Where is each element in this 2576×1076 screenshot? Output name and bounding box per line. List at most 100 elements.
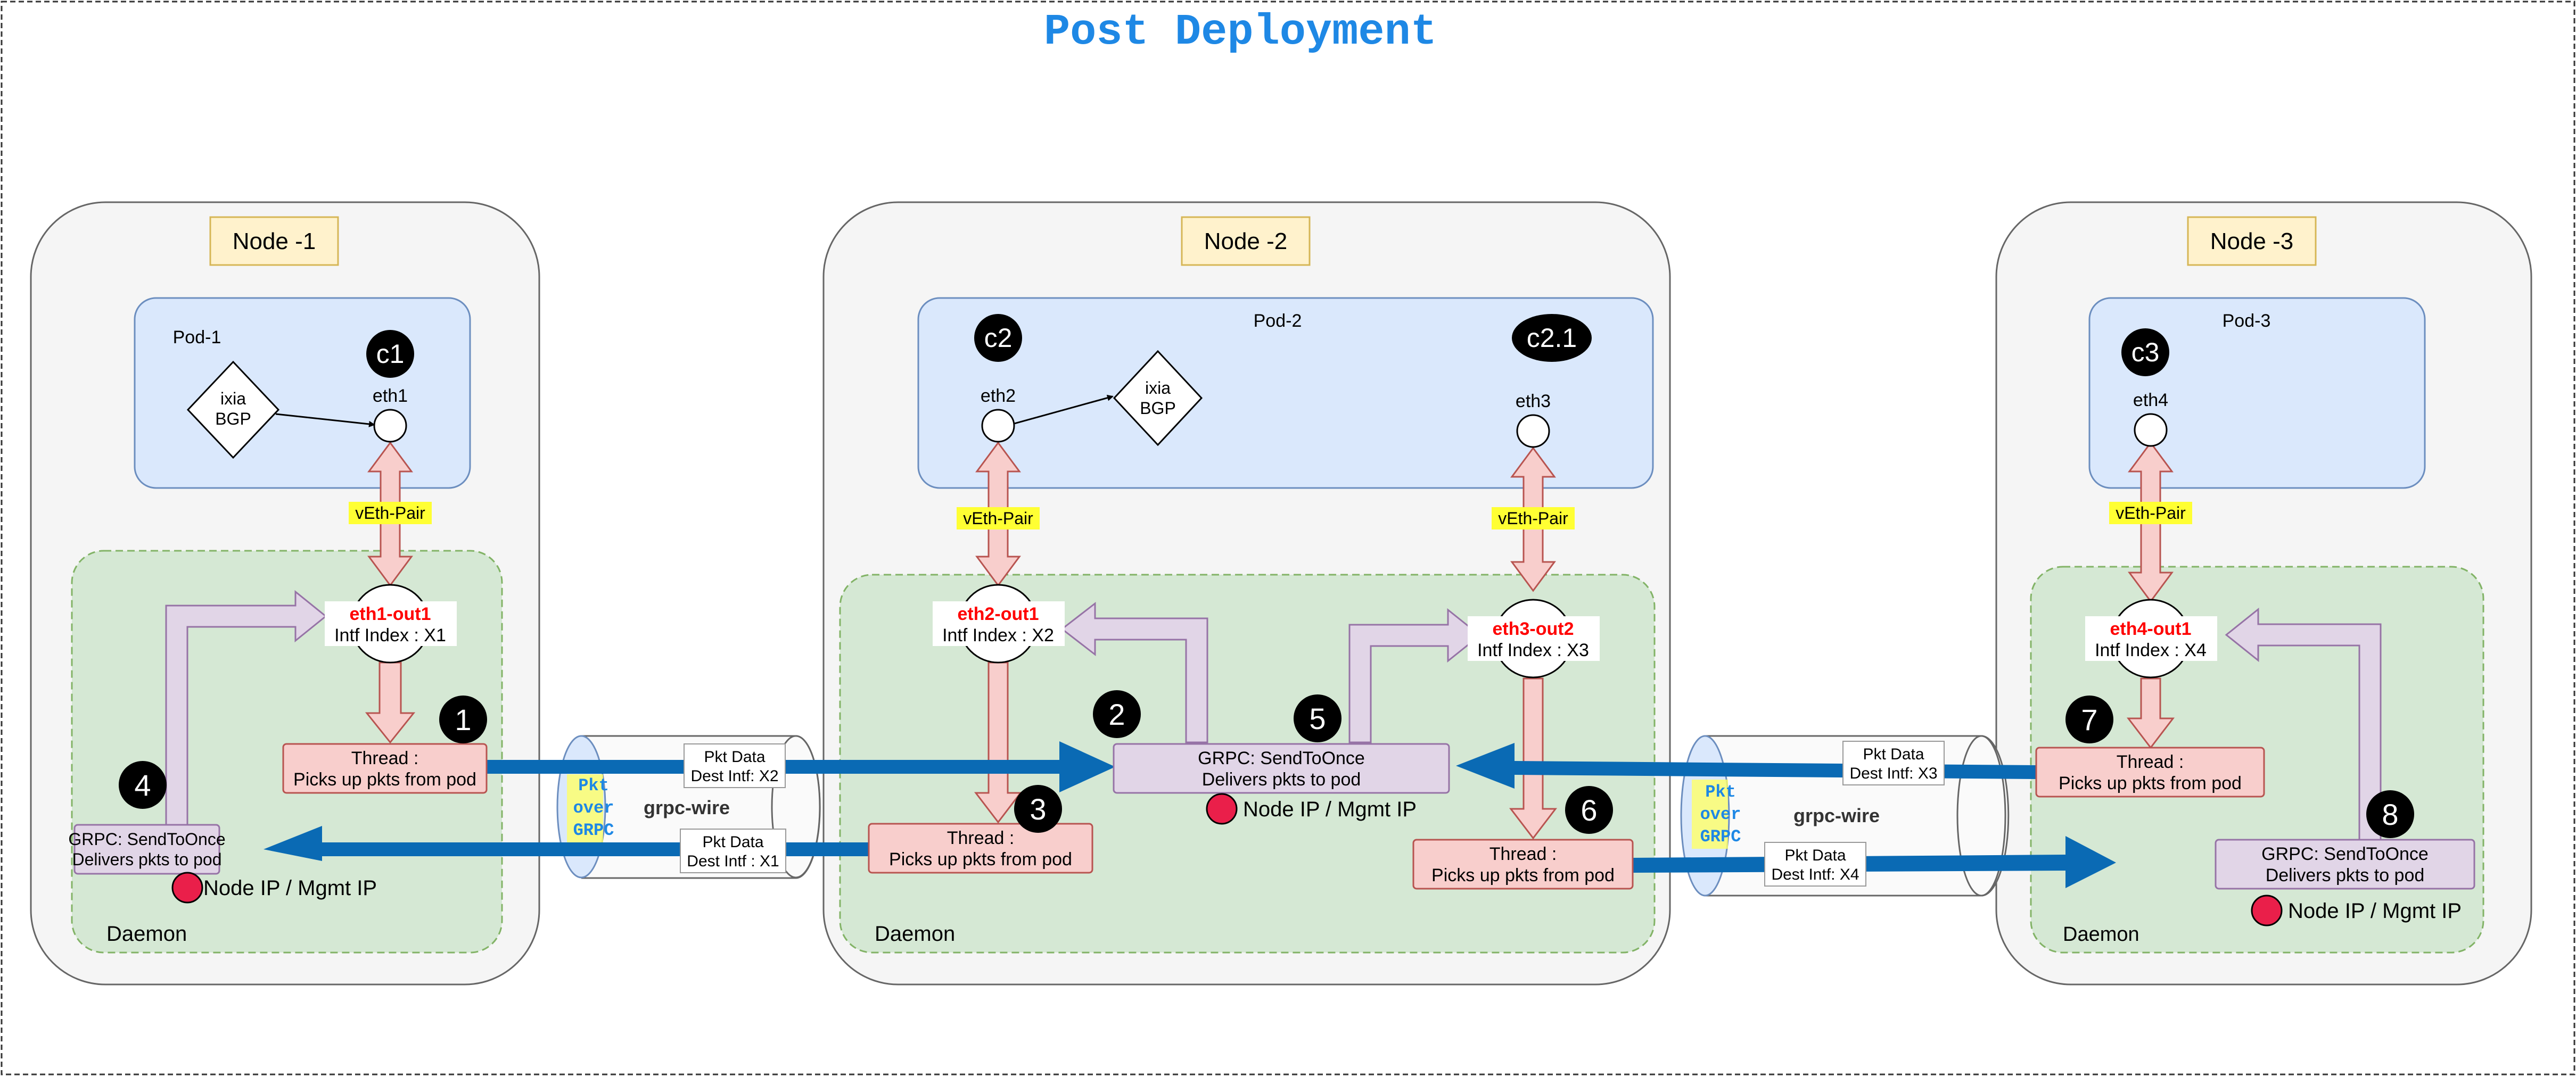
node3-grpc-to-iface-arrow [2225, 607, 2382, 841]
node3-mgmt-label: Node IP / Mgmt IP [2288, 899, 2462, 923]
daemon-3-label: Daemon [2063, 923, 2139, 946]
eth2-port [981, 409, 1015, 443]
container-c1-badge [366, 330, 414, 378]
node2-thread-title: Thread : [947, 828, 1015, 848]
eth2-out1-name: eth2-out1 [958, 604, 1039, 624]
node2-grpc-to-iface-arrow [1060, 601, 1208, 743]
node1-thread-box [282, 743, 488, 794]
step-4-label: 4 [134, 768, 151, 802]
node1-mgmt-label: Node IP / Mgmt IP [203, 876, 377, 900]
eth1-out1-name: eth1-out1 [350, 604, 431, 624]
node1-grpc-box [73, 824, 220, 875]
node2-thread-desc: Picks up pkts from pod [889, 849, 1072, 870]
eth4-label: eth4 [2133, 390, 2168, 410]
node3-thread-desc: Picks up pkts from pod [2059, 773, 2242, 793]
node-2-label: Node -2 [1204, 228, 1288, 254]
pkt-label-x2-line1: Pkt Data [704, 748, 765, 766]
node2-thread2-box [1412, 839, 1634, 890]
node2-thread2-title: Thread : [1489, 844, 1557, 864]
pkt-label-x4-line2: Dest Intf: X4 [1771, 866, 1859, 883]
eth2-label: eth2 [981, 386, 1016, 406]
node1-thread-title: Thread : [351, 748, 419, 768]
pkt-over-grpc-1-line1: Pkt [578, 776, 609, 796]
node1-grpc-desc: Delivers pkts to pod [72, 850, 221, 869]
wire-arrow-node2-to-node3 [1632, 836, 2116, 888]
pkt-label-x4-box [1764, 842, 1866, 887]
pkt-over-grpc-2-line2: over [1700, 805, 1741, 824]
eth2-to-ixia-2-link [1014, 394, 1114, 425]
container-c1-label: c1 [376, 339, 405, 369]
ixia-bgp-2-protocol: BGP [1140, 399, 1176, 418]
node3-thread-box [2035, 747, 2265, 798]
eth3-out2-index: Intf Index : X3 [1477, 640, 1589, 660]
step-6-label: 6 [1581, 793, 1597, 827]
node1-grpc-to-iface-arrow [165, 590, 327, 829]
step-5-label: 5 [1309, 702, 1326, 735]
pkt-over-grpc-1-line3: GRPC [573, 821, 614, 840]
container-c2-1-badge [1512, 314, 1592, 362]
veth-3-label-bg [1492, 507, 1575, 529]
daemon-2-label: Daemon [875, 922, 955, 946]
container-c3-badge [2121, 328, 2169, 376]
step-5-badge [1294, 694, 1342, 742]
node3-iface-to-thread-arrow [2126, 677, 2175, 749]
pod-1-box [134, 297, 471, 489]
eth3-out2-label-bg [1468, 616, 1600, 661]
ixia-bgp-1-name: ixia [220, 389, 246, 408]
pod-2-label: Pod-2 [1254, 311, 1302, 331]
pkt-label-x1-box [680, 829, 786, 873]
veth-2-label-bg [957, 507, 1040, 529]
step-4-badge [119, 761, 167, 809]
node2-iface-to-thread-arrow [974, 661, 1023, 824]
container-c3-label: c3 [2131, 337, 2160, 367]
node1-mgmt-dot [171, 872, 203, 904]
node-1-label: Node -1 [233, 228, 316, 254]
pod-1-label: Pod-1 [173, 327, 221, 347]
veth-3-label: vEth-Pair [1498, 509, 1568, 528]
eth2-out1-index: Intf Index : X2 [942, 625, 1054, 645]
veth-4-label: vEth-Pair [2116, 503, 2186, 523]
eth1-port [373, 409, 407, 443]
node2-grpc-to-iface3-arrow [1348, 608, 1482, 743]
step-8-label: 8 [2382, 798, 2398, 831]
node3-thread-title: Thread : [2117, 752, 2184, 772]
node-2-label-box [1181, 216, 1311, 266]
page-title: Post Deployment [1044, 7, 1437, 57]
step-1-badge [439, 696, 487, 743]
pkt-label-x3-line2: Dest Intf: X3 [1849, 765, 1937, 782]
pkt-over-grpc-1-bg [567, 774, 603, 843]
eth4-port [2134, 413, 2168, 447]
pod-3-box [2088, 297, 2426, 489]
pkt-label-x3-line1: Pkt Data [1863, 746, 1924, 763]
container-c2-badge [974, 314, 1022, 362]
daemon-1-label: Daemon [106, 922, 187, 946]
eth1-out1-label-bg [325, 601, 457, 646]
pod-3-label: Pod-3 [2223, 311, 2271, 331]
ixia-bgp-1-diamond [186, 360, 280, 459]
node1-thread-desc: Picks up pkts from pod [293, 769, 476, 790]
veth-4-label-bg [2109, 502, 2192, 524]
node1-iface-to-thread-arrow [365, 661, 416, 744]
step-3-badge [1014, 785, 1062, 833]
ixia-bgp-2-name: ixia [1145, 378, 1171, 398]
step-7-label: 7 [2081, 703, 2097, 736]
node3-mgmt-dot [2251, 895, 2283, 926]
eth1-out1-index: Intf Index : X1 [334, 625, 446, 645]
pkt-label-x2-line2: Dest Intf: X2 [690, 767, 778, 785]
ixia-1-to-eth1-link [275, 413, 375, 427]
node2-mgmt-dot [1206, 793, 1238, 825]
pod-2-box [917, 297, 1654, 489]
veth-1-label-bg [349, 502, 432, 524]
eth3-label: eth3 [1516, 391, 1551, 411]
pkt-over-grpc-2-line3: GRPC [1700, 827, 1741, 847]
veth-2-label: vEth-Pair [963, 509, 1033, 528]
eth1-label: eth1 [373, 386, 408, 406]
wire-arrow-node1-to-node2 [484, 741, 1115, 792]
pkt-label-x2-box [684, 743, 786, 788]
pkt-over-grpc-2-line1: Pkt [1705, 782, 1736, 802]
node3-grpc-title: GRPC: SendToOnce [2261, 844, 2429, 864]
veth-1-label: vEth-Pair [355, 503, 425, 523]
step-8-badge [2366, 790, 2414, 838]
node2-iface3-to-thread-arrow [1509, 677, 1558, 840]
